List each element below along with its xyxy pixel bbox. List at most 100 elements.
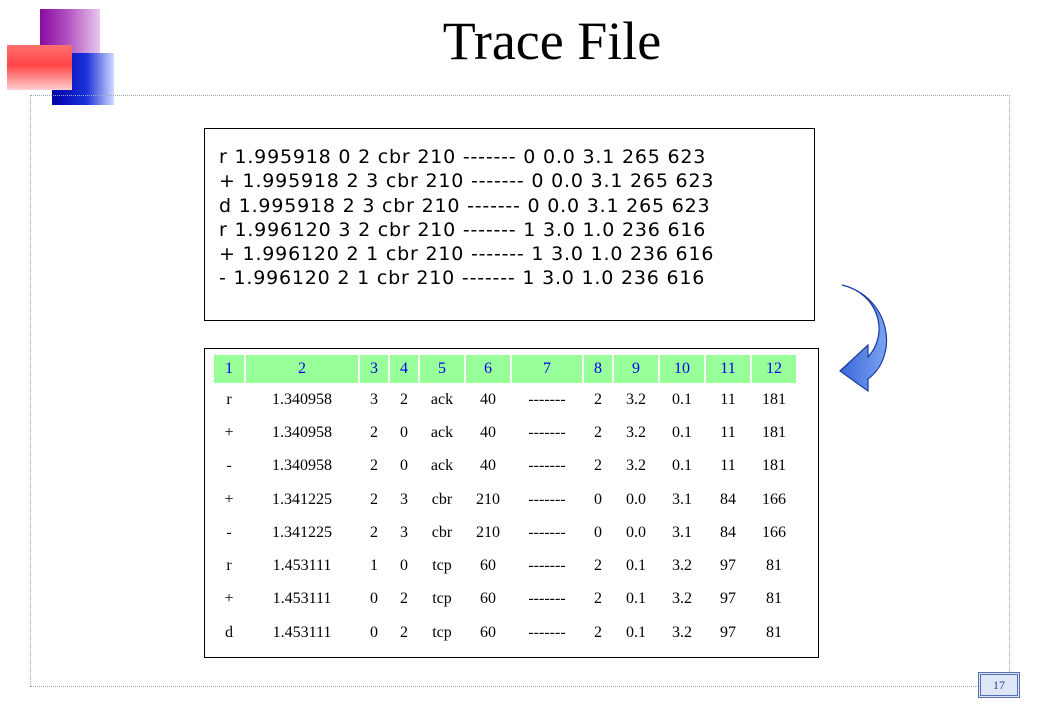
table-cell: 3.2 [626, 457, 646, 475]
table-cell: 1.341225 [272, 523, 332, 541]
table-cell: 0 [400, 457, 408, 475]
table-cell: 0 [594, 523, 602, 541]
table-cell: 11 [720, 390, 736, 408]
table-cell: 1.340958 [272, 457, 332, 475]
table-cell: + [224, 490, 234, 508]
column-header: 7 [512, 355, 582, 383]
slide-title: Trace File [442, 11, 662, 71]
table-cell: 0.1 [626, 557, 646, 575]
table-cell: 40 [480, 423, 496, 441]
table-cell: 181 [762, 423, 786, 441]
table-cell: 181 [762, 390, 786, 408]
table-cell: 166 [762, 523, 786, 541]
frame-top [30, 95, 1010, 96]
table-cell: cbr [431, 523, 453, 541]
table-cell: r [226, 557, 232, 575]
table-cell: 84 [720, 523, 736, 541]
table-cell: 2 [594, 423, 602, 441]
table-cell: 1.340958 [272, 390, 332, 408]
table-cell: 1.453111 [272, 590, 332, 608]
table-cell: - [226, 523, 232, 541]
table-cell: 2 [370, 490, 378, 508]
column-header: 11 [706, 355, 750, 383]
trace-line: + 1.995918 2 3 cbr 210 ------- 0 0.0 3.1… [219, 170, 715, 193]
table-cell: - [226, 457, 232, 475]
trace-line: - 1.996120 2 1 cbr 210 ------- 1 3.0 1.0… [219, 267, 706, 290]
table-cell: 60 [480, 557, 496, 575]
table-cell: 3 [400, 523, 408, 541]
column-header: 8 [584, 355, 612, 383]
table-cell: 3.1 [672, 523, 692, 541]
table-cell: ------- [528, 457, 566, 475]
table-cell: 2 [594, 390, 602, 408]
table-cell: 0.1 [626, 623, 646, 641]
table-cell: 97 [720, 590, 736, 608]
table-cell: 1.340958 [272, 423, 332, 441]
column-header: 2 [246, 355, 358, 383]
table-cell: 97 [720, 557, 736, 575]
frame-right [1009, 95, 1010, 686]
decor-square-red [7, 45, 72, 90]
column-header: 6 [466, 355, 510, 383]
table-cell: 0 [400, 423, 408, 441]
table-cell: + [224, 423, 234, 441]
table-cell: tcp [432, 623, 452, 641]
column-header: 9 [614, 355, 658, 383]
table-cell: 0 [400, 557, 408, 575]
table-cell: 1.453111 [272, 623, 332, 641]
table-cell: 0.0 [626, 490, 646, 508]
trace-line: r 1.995918 0 2 cbr 210 ------- 0 0.0 3.1… [219, 146, 707, 168]
table-cell: 1.453111 [272, 557, 332, 575]
table-cell: 2 [594, 557, 602, 575]
table-cell: 84 [720, 490, 736, 508]
table-cell: 1 [370, 557, 378, 575]
trace-line: + 1.996120 2 1 cbr 210 ------- 1 3.0 1.0… [219, 243, 715, 266]
table-cell: ack [430, 457, 454, 475]
frame-bottom [30, 686, 1010, 687]
table-cell: 3 [400, 490, 408, 508]
table-cell: r [226, 390, 232, 408]
table-cell: ------- [528, 390, 566, 408]
table-cell: 3.2 [626, 390, 646, 408]
table-cell: 2 [370, 457, 378, 475]
table-cell: 2 [370, 423, 378, 441]
table-cell: 2 [594, 590, 602, 608]
table-cell: ------- [528, 423, 566, 441]
table-cell: 166 [762, 490, 786, 508]
table-cell: 210 [476, 523, 500, 541]
column-header: 10 [660, 355, 704, 383]
table-cell: d [225, 623, 233, 641]
table-cell: 210 [476, 490, 500, 508]
column-header: 5 [420, 355, 464, 383]
table-cell: 81 [766, 623, 782, 641]
table-cell: 0.1 [672, 457, 692, 475]
column-header: 1 [214, 355, 244, 383]
table-cell: ------- [528, 623, 566, 641]
table-cell: 3.1 [672, 490, 692, 508]
table-cell: 11 [720, 457, 736, 475]
table-cell: 1.341225 [272, 490, 332, 508]
table-cell: 0 [370, 623, 378, 641]
table-cell: 2 [594, 623, 602, 641]
table-cell: 11 [720, 423, 736, 441]
table-cell: 40 [480, 390, 496, 408]
table-cell: 0.1 [672, 390, 692, 408]
table-cell: 0.1 [672, 423, 692, 441]
trace-line: r 1.996120 3 2 cbr 210 ------- 1 3.0 1.0… [219, 218, 707, 241]
table-cell: 2 [594, 457, 602, 475]
table-cell: tcp [432, 557, 452, 575]
table-cell: ------- [528, 590, 566, 608]
table-cell: ------- [528, 490, 566, 508]
page-number-badge: 17 [978, 672, 1020, 698]
table-cell: 3.2 [672, 623, 692, 641]
frame-left [30, 95, 31, 686]
table-cell: 60 [480, 590, 496, 608]
